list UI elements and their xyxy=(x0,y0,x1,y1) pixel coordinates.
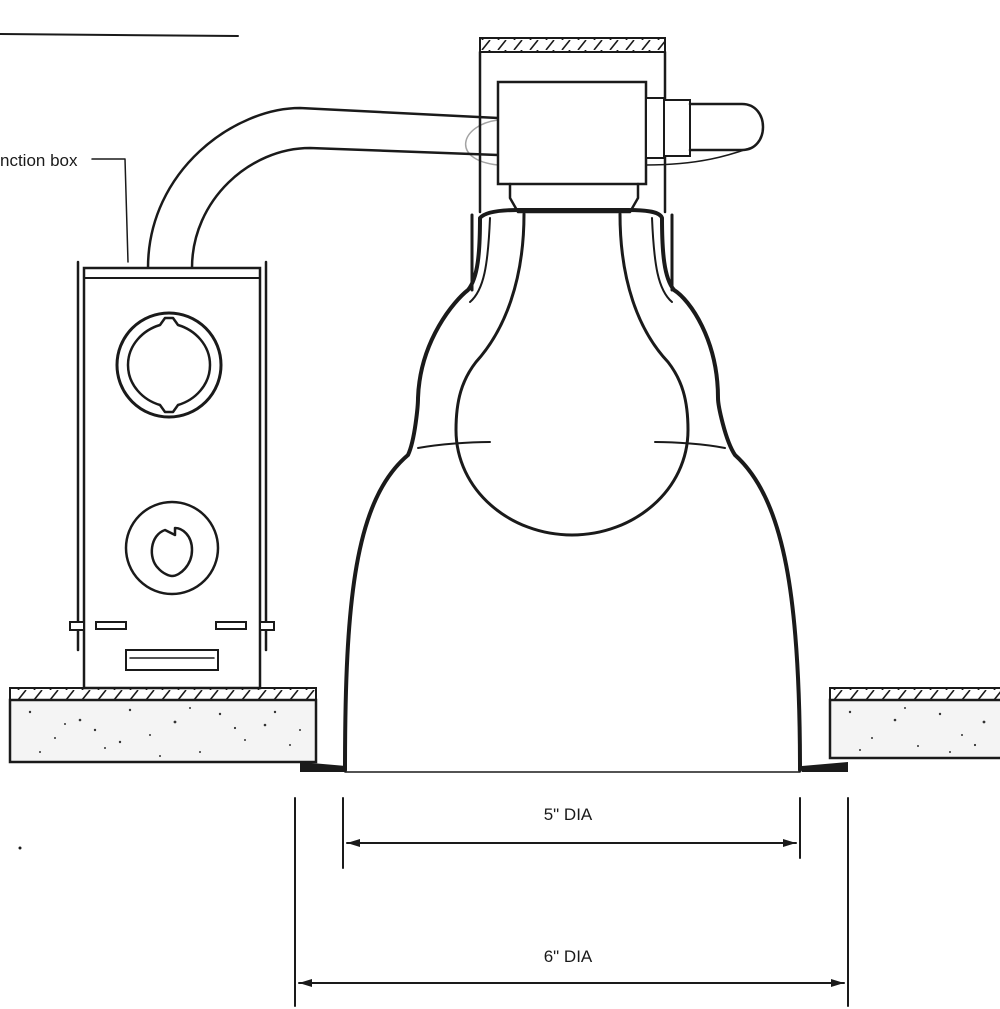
junction-box-leader xyxy=(91,158,129,263)
outer-diameter-label: 6" DIA xyxy=(544,947,593,966)
thermal-protector xyxy=(645,97,765,166)
inner-diameter-label: 5" DIA xyxy=(544,805,593,824)
reflector-housing xyxy=(343,208,802,773)
stray-dot xyxy=(18,846,22,850)
ceiling-right xyxy=(828,687,1000,760)
trim-flange-right xyxy=(802,762,848,772)
light-bulb xyxy=(454,212,690,537)
knockout-upper xyxy=(115,311,223,419)
inner-diameter-dimension xyxy=(342,797,801,869)
flex-conduit xyxy=(146,106,500,270)
junction-box xyxy=(69,260,275,690)
junction-box-slots xyxy=(95,621,247,671)
joist-line xyxy=(0,33,239,37)
outer-diameter-dimension xyxy=(294,797,849,1007)
knockout-lower xyxy=(124,500,220,596)
trim-flange-left xyxy=(300,762,346,772)
ceiling-left xyxy=(8,687,318,764)
socket-box xyxy=(496,80,648,214)
junction-box-label: nction box xyxy=(0,151,78,170)
